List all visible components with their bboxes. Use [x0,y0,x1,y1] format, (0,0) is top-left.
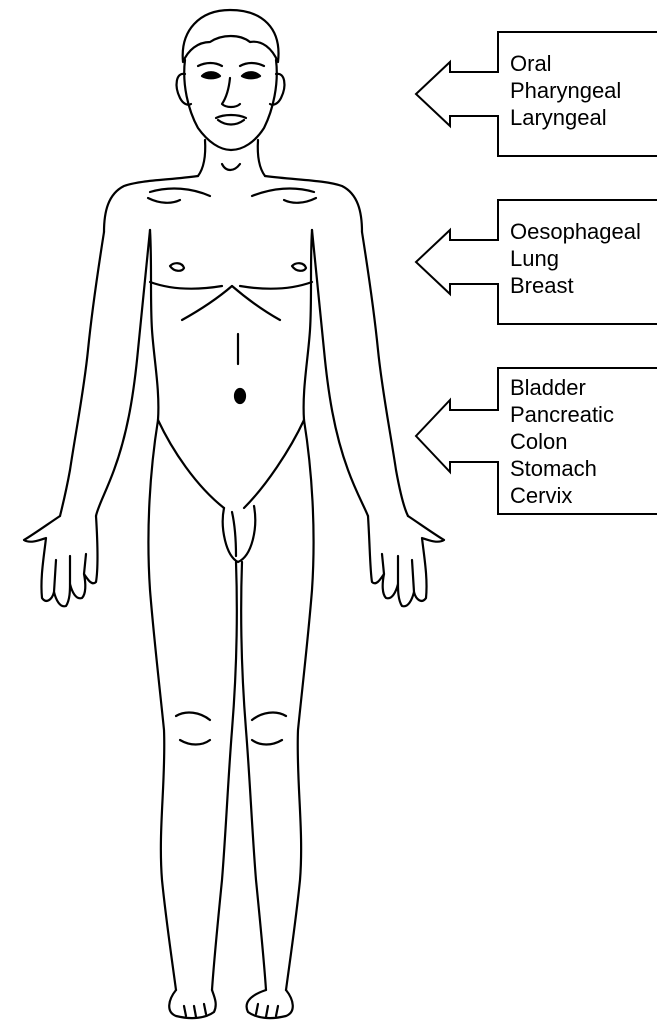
label-oral: Oral [510,50,621,77]
abdomen-callout-labels: Bladder Pancreatic Colon Stomach Cervix [510,374,614,509]
label-stomach: Stomach [510,455,614,482]
label-pancreatic: Pancreatic [510,401,614,428]
chest-callout-labels: Oesophageal Lung Breast [510,218,641,299]
head-outline [177,10,285,150]
label-bladder: Bladder [510,374,614,401]
label-oesophageal: Oesophageal [510,218,641,245]
label-cervix: Cervix [510,482,614,509]
legs-outline [148,420,313,1018]
label-breast: Breast [510,272,641,299]
label-lung: Lung [510,245,641,272]
head-callout-labels: Oral Pharyngeal Laryngeal [510,50,621,131]
label-colon: Colon [510,428,614,455]
label-pharyngeal: Pharyngeal [510,77,621,104]
label-laryngeal: Laryngeal [510,104,621,131]
